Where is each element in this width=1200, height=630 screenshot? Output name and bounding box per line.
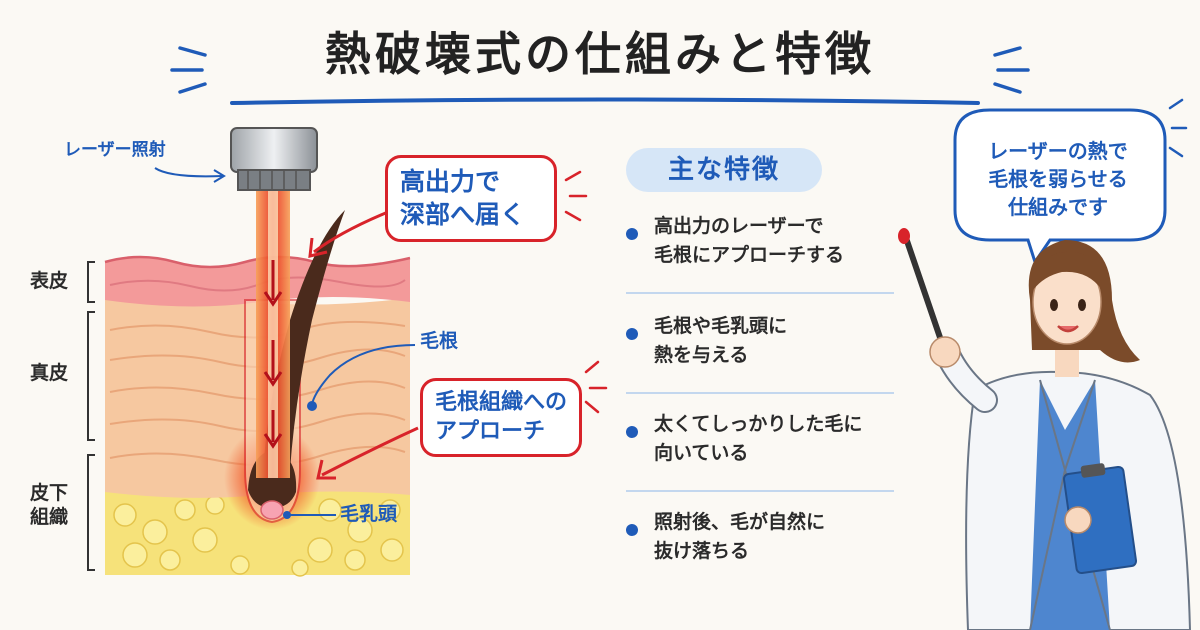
feature-2-line-2: 熱を与える [654,344,749,367]
feature-4-line-1: 照射後、毛が自然に [654,511,826,533]
laser-device [230,127,318,191]
layer-brackets [87,261,95,571]
callout-mid-arrow [321,426,419,477]
pointer-stick [903,235,949,358]
callout-mid-line-1: 毛根組織への [435,390,568,415]
callout-top-line-2: 深部へ届く [400,199,526,229]
speech-line-3: 仕組みです [1008,195,1108,219]
speech-bubble [953,98,1188,266]
feature-item-1: 高出力のレーザーで 毛根にアプローチする [626,212,896,271]
dermal-papilla [260,500,284,520]
speech-line-1: レーザーの熱で [988,139,1128,163]
feature-1-line-1: 高出力のレーザーで [654,215,824,237]
page-title: 熱破壊式の仕組みと特徴 [325,27,875,81]
laser-label: レーザー照射 [64,140,166,160]
feature-divider [626,490,894,492]
callout-top-line-1: 高出力で [400,167,501,196]
emphasis-strokes [564,170,608,414]
feature-divider [626,292,894,294]
bullet-icon [626,524,638,536]
feature-1-line-2: 毛根にアプローチする [654,244,845,267]
feature-item-3: 太くてしっかりした毛に 向いている [626,410,896,469]
layer-label-subcutaneous: 皮下組織 [30,482,74,530]
bullet-icon [626,426,638,438]
doctor-figure [898,228,1192,630]
speech-bubble-text: レーザーの熱で 毛根を弱らせる 仕組みです [968,137,1148,221]
fat-cells [113,495,404,577]
bullet-icon [626,228,638,240]
doctor-hand [929,336,961,368]
papilla-label: 毛乳頭 [340,503,398,525]
feature-2-line-1: 毛根や毛乳頭に [654,315,788,337]
feature-item-4: 照射後、毛が自然に 抜け落ちる [626,508,896,567]
hair-root-label: 毛根 [420,330,459,352]
title-decoration [170,46,1030,105]
bullet-icon [626,328,638,340]
feature-4-line-2: 抜け落ちる [654,540,750,563]
layer-label-epidermis: 表皮 [30,270,69,292]
feature-item-2: 毛根や毛乳頭に 熱を与える [626,312,896,371]
callout-mid: 毛根組織への アプローチ [420,378,582,458]
callout-mid-line-2: アプローチ [435,418,546,444]
laser-label-arrow [154,167,223,178]
pointer-lines [154,167,419,519]
speech-line-2: 毛根を弱らせる [988,167,1128,191]
feature-3-line-2: 向いている [654,442,749,465]
feature-3-line-1: 太くてしっかりした毛に [654,413,863,435]
laser-beam [256,188,290,478]
feature-divider [626,392,894,394]
callout-top: 高出力で 深部へ届く [385,155,557,242]
layer-label-dermis: 真皮 [30,362,69,384]
layer-label-subcutaneous-text: 皮下組織 [30,482,69,528]
callout-top-arrow [313,210,389,254]
doctor-neck [1055,345,1079,377]
features-heading: 主な特徴 [626,148,822,192]
hair-root-pointer [311,344,416,405]
